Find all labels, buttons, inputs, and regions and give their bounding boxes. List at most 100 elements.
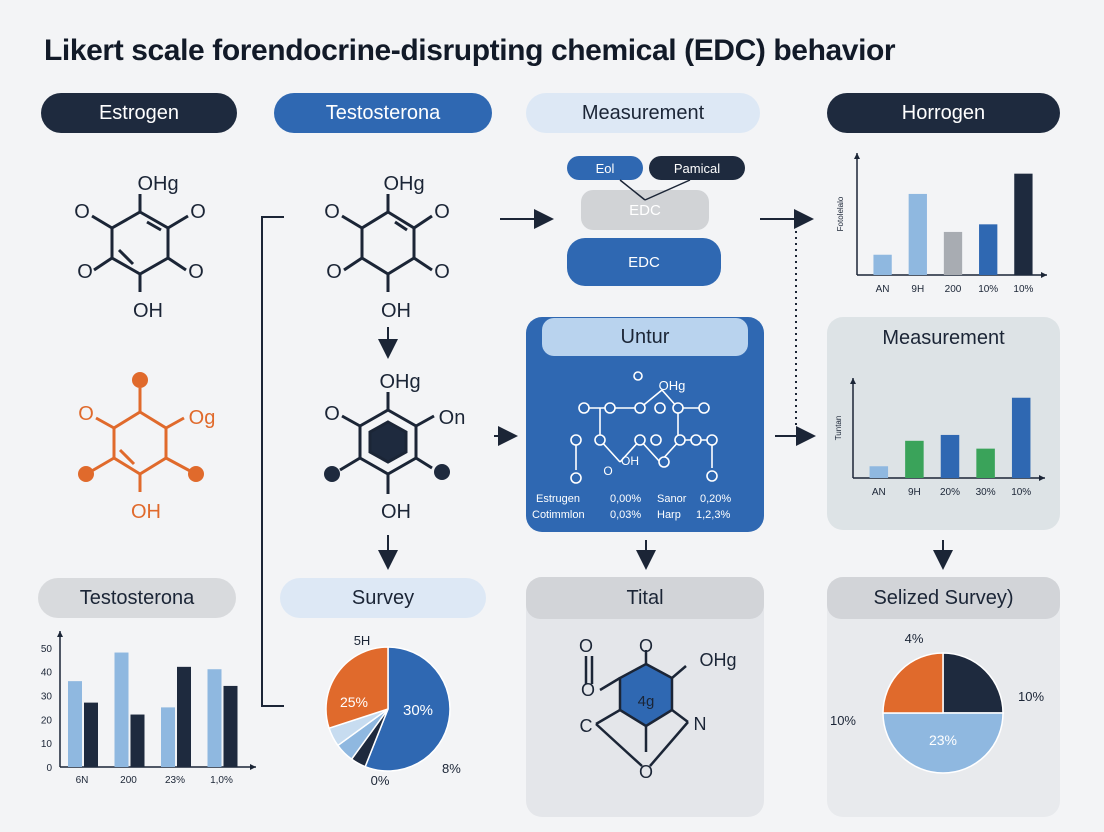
y-axis-label: Tuntan [834, 416, 843, 441]
header-estrogen: Estrogen [41, 93, 237, 133]
tick-label: 20% [940, 487, 960, 498]
bracket-line [261, 216, 284, 707]
molecule-estrogen-2 [89, 388, 193, 492]
untur-legend-value-2: 0,03% [610, 509, 641, 521]
bar [908, 193, 927, 275]
bar [979, 224, 998, 275]
pie-extra-label: 4% [905, 631, 924, 646]
bar [130, 714, 145, 767]
mol1-o-br: O [188, 261, 204, 283]
untur-title: Untur [542, 318, 748, 356]
bar [873, 254, 892, 275]
survey-title: Survey [280, 578, 486, 618]
y-tick-label: 10 [41, 739, 53, 750]
untur-legend-value-1: 0,00% [610, 493, 641, 505]
y-axis-arrow [854, 153, 860, 159]
y-tick-label: 30 [41, 691, 53, 702]
mol2-bottom-label: OH [381, 300, 411, 322]
bar [1014, 173, 1033, 275]
tick-label: 200 [120, 775, 137, 786]
pie-extra-label: 5H [354, 633, 371, 648]
svg-text:O: O [579, 636, 593, 656]
testosterona-chart-title: Testosterona [38, 578, 236, 618]
mol3-right-label: Og [189, 407, 216, 429]
slice-label: 0% [371, 773, 390, 788]
svg-text:OH: OH [621, 454, 639, 468]
slice-label: 8% [442, 761, 461, 776]
tital-mol-topright: OHg [699, 650, 736, 670]
untur-symbol: OHg [659, 378, 686, 393]
bar [223, 685, 238, 767]
molecule-testosterona-1 [341, 194, 433, 292]
tick-label: 200 [945, 284, 962, 295]
tag-pamical: Pamical [649, 156, 745, 180]
svg-text:O: O [434, 261, 450, 283]
mol3-bottom-label: OH [131, 501, 161, 523]
svg-text:O: O [639, 636, 653, 656]
y-tick-label: 40 [41, 668, 53, 679]
tick-label: 23% [165, 775, 185, 786]
tick-label: 6N [76, 775, 89, 786]
tital-title: Tital [526, 577, 764, 619]
pie-slice [882, 652, 944, 714]
svg-text:O: O [324, 201, 340, 223]
x-axis-arrow [250, 764, 256, 770]
pie-slice [364, 646, 451, 772]
tag-eol: Eol [567, 156, 643, 180]
header-horrogen: Horrogen [827, 93, 1060, 133]
untur-legend-name2-2: Harp [657, 509, 681, 521]
slice-label: 30% [403, 702, 433, 719]
tital-mol-right: N [694, 714, 707, 734]
tick-label: AN [872, 487, 886, 498]
pie-slice [325, 646, 389, 730]
svg-text:O: O [434, 201, 450, 223]
bar [114, 652, 129, 767]
y-tick-label: 50 [41, 644, 53, 655]
tick-label: 10% [1011, 487, 1031, 498]
svg-text:O: O [581, 680, 595, 700]
mol4-top-label: OHg [379, 371, 420, 393]
untur-legend-value2-1: 0,20% [700, 493, 731, 505]
tick-label: 10% [1013, 284, 1033, 295]
bar [905, 440, 924, 478]
slice-label: 10% [1018, 689, 1044, 704]
y-axis-label: Fotolelalo [836, 196, 845, 231]
pie-slice [882, 712, 1004, 774]
svg-text:O: O [603, 464, 612, 478]
chart-survey-pie: 30% 8% 0% 25% 5H [325, 633, 461, 788]
bar [161, 707, 175, 767]
selized-survey-title: Selized Survey) [827, 577, 1060, 619]
y-tick-label: 20 [41, 715, 53, 726]
molecule-estrogen-1 [91, 194, 189, 292]
mol2-top-label: OHg [383, 173, 424, 195]
tital-mol-left: C [580, 716, 593, 736]
chart-testosterona-bars: 0 10 20 30 40 50 6N 200 23% 1,0% [41, 631, 256, 786]
mol4-bottom-label: OH [381, 501, 411, 523]
header-testosterona: Testosterona [274, 93, 492, 133]
mol1-bottom-label: OH [133, 300, 163, 322]
bar [177, 666, 191, 767]
tick-label: 1,0% [210, 775, 233, 786]
molecule-tital [584, 650, 689, 767]
tick-label: 9H [911, 284, 924, 295]
header-measurement: Measurement [526, 93, 760, 133]
chart-selized-pie: 10%23%10%4% [830, 631, 1044, 774]
measurement2-title: Measurement [882, 326, 1005, 349]
molecule-testosterona-2 [339, 392, 435, 494]
y-tick-label: 0 [46, 763, 52, 774]
bar [940, 434, 960, 478]
bar [68, 681, 82, 767]
bar [943, 231, 963, 275]
edc-box-1: EDC [581, 190, 709, 230]
edc-box-2: EDC [567, 238, 721, 286]
slice-label: 25% [340, 694, 368, 710]
x-axis-arrow [1039, 475, 1045, 481]
mol1-o-right: O [190, 201, 206, 223]
bar [976, 448, 995, 478]
mol1-o-left: O [74, 201, 90, 223]
mol1-o-bl: O [77, 261, 93, 283]
x-axis-arrow [1041, 272, 1047, 278]
bar [207, 669, 222, 767]
